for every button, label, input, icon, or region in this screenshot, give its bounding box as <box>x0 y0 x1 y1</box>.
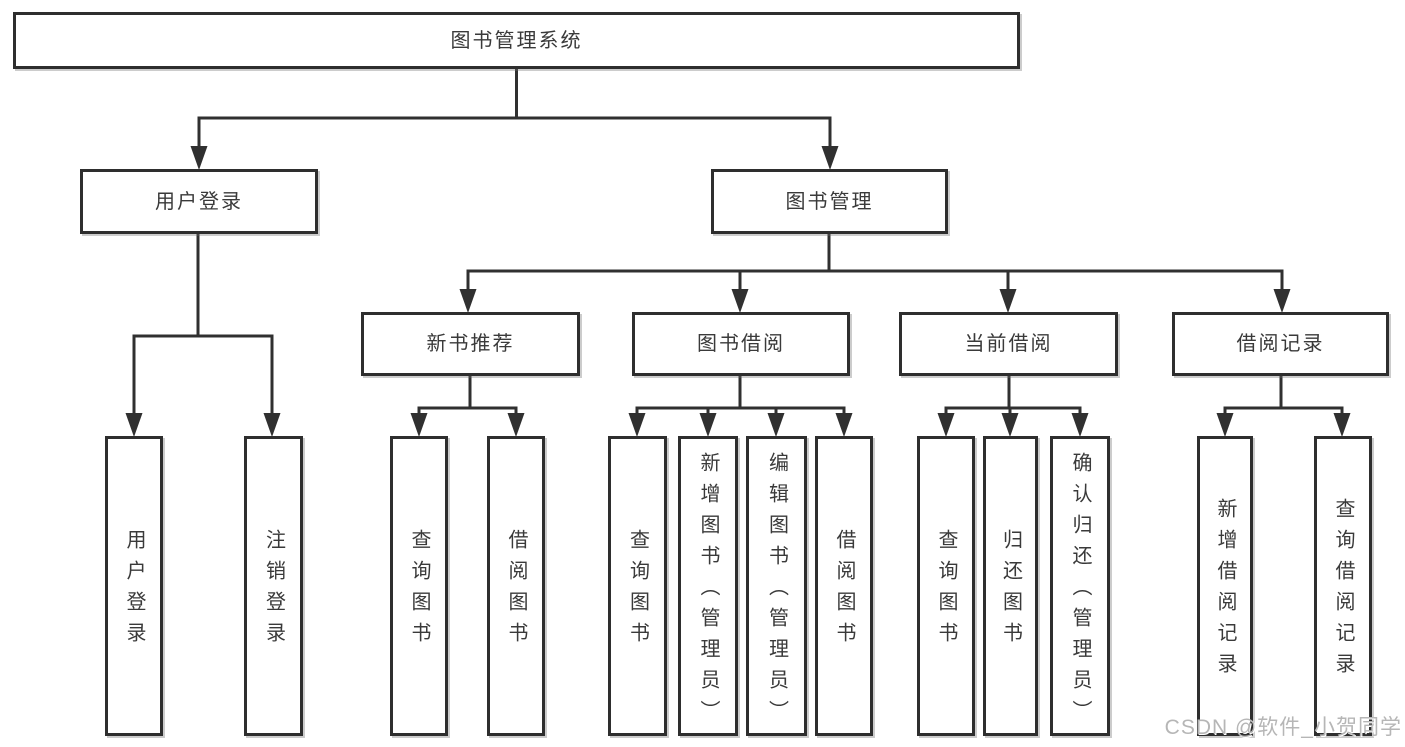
node-book-borrowing: 图书借阅 <box>632 312 850 376</box>
node-root-system: 图书管理系统 <box>13 12 1020 69</box>
node-label: 新增借阅记录 <box>1214 498 1236 684</box>
arrow-head-icon <box>628 413 646 437</box>
leaf-borrow-books: 借阅图书 <box>815 436 873 736</box>
leaf-query-books-borrowing: 查询图书 <box>608 436 667 736</box>
arrow-head-icon <box>263 413 281 437</box>
node-label: 借阅图书 <box>833 529 855 653</box>
leaf-logout: 注销登录 <box>244 436 303 736</box>
arrow-head-icon <box>1071 413 1089 437</box>
node-label: 归还图书 <box>999 529 1022 653</box>
arrow-head-icon <box>1001 413 1019 437</box>
node-label: 图书管理系统 <box>450 29 583 52</box>
node-label: 图书管理 <box>785 190 874 213</box>
node-book-management: 图书管理 <box>711 169 948 234</box>
leaf-user-login: 用户登录 <box>105 436 163 736</box>
node-label: 编辑图书（管理员） <box>765 451 788 731</box>
node-new-book-recommendation: 新书推荐 <box>361 312 580 376</box>
node-label: 查询图书 <box>408 529 430 653</box>
leaf-edit-books-admin: 编辑图书（管理员） <box>746 436 807 736</box>
leaf-query-books-recommend: 查询图书 <box>390 436 448 736</box>
node-user-login: 用户登录 <box>80 169 318 234</box>
node-label: 查询图书 <box>935 529 957 653</box>
arrow-head-icon <box>699 413 717 437</box>
arrow-head-icon <box>731 289 749 313</box>
leaf-query-books-current: 查询图书 <box>917 436 975 736</box>
node-label: 当前借阅 <box>964 333 1053 355</box>
arrow-head-icon <box>410 413 428 437</box>
connector-lines <box>132 69 1344 410</box>
csdn-watermark: CSDN @软件_小贺同学 <box>1164 716 1402 739</box>
node-label: 用户登录 <box>155 190 243 213</box>
leaf-add-borrow-record: 新增借阅记录 <box>1197 436 1253 736</box>
node-label: 注销登录 <box>262 529 285 653</box>
arrow-heads <box>125 146 1351 437</box>
arrow-head-icon <box>1273 289 1291 313</box>
arrow-head-icon <box>835 413 853 437</box>
arrow-head-icon <box>507 413 525 437</box>
leaf-borrow-books-recommend: 借阅图书 <box>487 436 545 736</box>
node-current-borrowing: 当前借阅 <box>899 312 1118 376</box>
node-label: 图书借阅 <box>697 333 785 355</box>
arrow-head-icon <box>999 289 1017 313</box>
node-label: 借阅记录 <box>1236 333 1325 355</box>
arrow-head-icon <box>1216 413 1234 437</box>
node-label: 借阅图书 <box>505 529 527 653</box>
node-borrowing-records: 借阅记录 <box>1172 312 1389 376</box>
leaf-query-borrow-record: 查询借阅记录 <box>1314 436 1372 736</box>
node-label: 查询借阅记录 <box>1332 498 1354 684</box>
arrow-head-icon <box>821 146 839 170</box>
arrow-head-icon <box>1333 413 1351 437</box>
arrow-head-icon <box>459 289 477 313</box>
arrow-head-icon <box>937 413 955 437</box>
node-label: 新增图书（管理员） <box>697 451 719 731</box>
leaf-return-books: 归还图书 <box>983 436 1038 736</box>
arrow-head-icon <box>125 413 143 437</box>
node-label: 新书推荐 <box>426 333 515 355</box>
node-label: 用户登录 <box>123 529 145 653</box>
leaf-add-books-admin: 新增图书（管理员） <box>678 436 738 736</box>
node-label: 查询图书 <box>626 529 649 653</box>
leaf-confirm-return-admin: 确认归还（管理员） <box>1050 436 1110 736</box>
arrow-head-icon <box>190 146 208 170</box>
node-label: 确认归还（管理员） <box>1069 451 1091 731</box>
arrow-head-icon <box>767 413 785 437</box>
